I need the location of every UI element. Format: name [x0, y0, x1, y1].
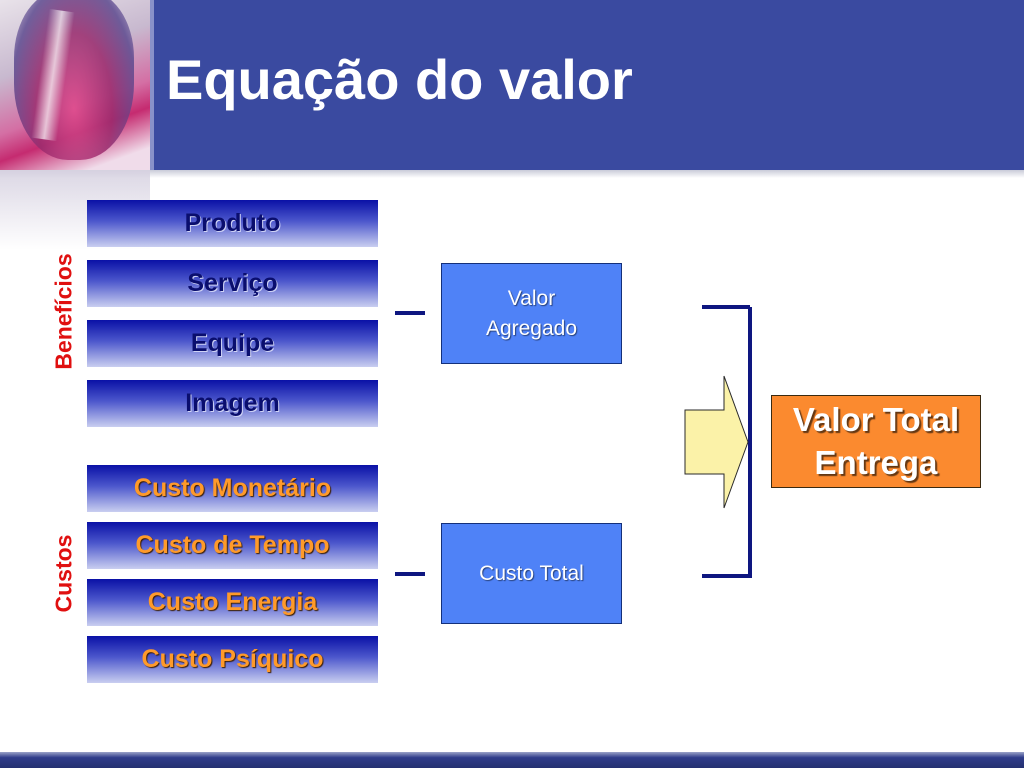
benefit-item-imagem: Imagem: [87, 380, 378, 427]
benefit-item-produto: Produto: [87, 200, 378, 247]
costs-label: Custos: [50, 534, 77, 613]
benefits-connector: [395, 311, 425, 315]
cost-item-psiquico: Custo Psíquico: [87, 636, 378, 683]
right-arrow-icon: [684, 375, 749, 509]
total-cost-box: Custo Total: [441, 523, 622, 624]
bracket-top: [702, 305, 750, 309]
header-shadow: [0, 170, 1024, 178]
bracket-bottom: [702, 574, 750, 578]
value-added-line1: Valor: [507, 287, 556, 311]
value-added-box: Valor Agregado: [441, 263, 622, 364]
slide-header: Equação do valor: [0, 0, 1024, 170]
header-divider: [150, 0, 154, 170]
cost-item-energia: Custo Energia: [87, 579, 378, 626]
total-value-delivered-box: Valor Total Entrega: [771, 395, 981, 488]
value-added-line2: Agregado: [485, 316, 578, 340]
bracket-vertical: [748, 307, 752, 578]
footer-bar: [0, 752, 1024, 768]
benefit-item-equipe: Equipe: [87, 320, 378, 367]
flask-image: [0, 0, 150, 170]
costs-connector: [395, 572, 425, 576]
benefit-item-servico: Serviço: [87, 260, 378, 307]
cost-item-tempo: Custo de Tempo: [87, 522, 378, 569]
slide-title: Equação do valor: [166, 48, 633, 111]
result-line1: Valor Total: [792, 400, 960, 438]
cost-item-monetario: Custo Monetário: [87, 465, 378, 512]
benefits-label: Benefícios: [50, 253, 77, 370]
result-line2: Entrega: [814, 443, 938, 481]
